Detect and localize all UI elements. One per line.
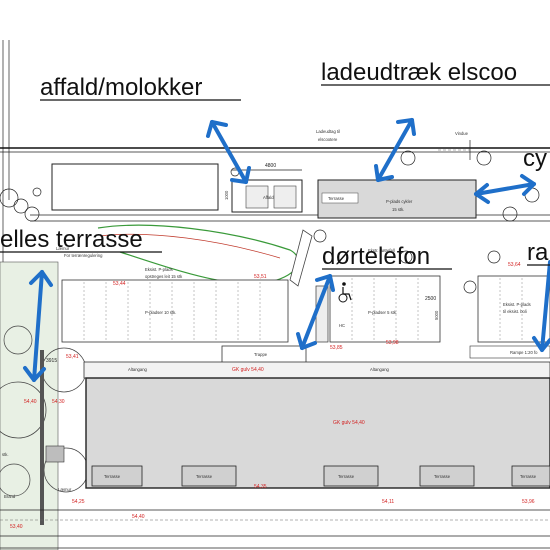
p-pladser-5-label: P-pladser 5 stk. [368, 310, 397, 315]
trappe-label: Trappe [254, 352, 268, 357]
dimension-1000: 1000 [224, 190, 229, 200]
level-5344: 53,44 [113, 281, 126, 287]
terrasse-3-label: Terrasse [338, 474, 355, 479]
gk-gulv-mid-label: GK gulv 54,40 [333, 420, 365, 426]
level-5341: 53,41 [66, 354, 79, 360]
double-arrow-icon [23, 270, 53, 382]
level-5430: 54,30 [52, 399, 65, 405]
dimension-4800: 4800 [265, 163, 276, 169]
laemur-top-label: Læmur [56, 246, 70, 251]
eksist-p2b-label: til eksist. boli [503, 309, 527, 314]
eksist-p2-label: Eksist. P-plads [503, 302, 531, 307]
level-5385: 53,85 [330, 345, 343, 351]
callout-ladeudtraek: ladeudtræk elscoo [321, 59, 517, 86]
brand-label: Brand [4, 494, 16, 499]
callout-dortelefon: dørtelefon [322, 243, 430, 270]
dimension-3915: 3915 [46, 358, 57, 364]
p-pladser-10-label: P-pladser 10 stk. [145, 310, 176, 315]
terrasse-4-label: Terrasse [434, 474, 451, 479]
level-5435: 54,35 [254, 484, 267, 490]
level-5398: 53,98 [386, 340, 399, 346]
level-5351: 53,51 [254, 274, 267, 280]
level-5340: 53,40 [10, 524, 23, 530]
terrasse-5-label: Terrasse [520, 474, 537, 479]
double-arrow-icon [296, 274, 335, 350]
p-cykler-count: 15 stk. [392, 207, 404, 212]
affald-label: Affald [263, 195, 274, 200]
tree-icon [0, 187, 42, 222]
p-cykler-label: P-plads cykler [386, 199, 413, 204]
eksist-p1-label: Eksist. P-plads [145, 267, 173, 272]
elscootere-label: elscootere [318, 137, 338, 142]
altangang-right-label: Altangang [370, 367, 390, 372]
callout-cy: cy [523, 145, 547, 172]
level-5411: 54,11 [382, 499, 394, 505]
level-5396: 53,96 [522, 499, 535, 505]
double-arrow-icon [474, 174, 536, 204]
gk-gulv-top-label: GK gulv 54,40 [232, 367, 264, 373]
for-terraen-label: For terrænregulering [64, 253, 103, 258]
double-arrow-icon [374, 118, 416, 182]
eksist-p1b-label: opstreges leit 15 stk [145, 274, 183, 279]
callout-ra: ra [527, 239, 549, 266]
stk-left-label: stk. [2, 452, 9, 457]
level-5440b: 54,40 [132, 514, 145, 520]
dimension-2500: 2500 [425, 296, 436, 302]
callout-affald: affald/molokker [40, 74, 202, 101]
terrasse-2-label: Terrasse [196, 474, 213, 479]
terrasse-top-label: Terrasse [328, 196, 345, 201]
level-5425: 54,25 [72, 499, 85, 505]
level-5440: 54,40 [24, 399, 37, 405]
vindue-label: Vindue [455, 131, 469, 136]
wheelchair-icon [338, 282, 352, 303]
level-5364: 53,64 [508, 262, 521, 268]
hc-label: HC [339, 323, 345, 328]
ekstr-dortelefon-label: Ekstr. døtrefell [368, 248, 395, 253]
terrasse-1-label: Terrasse [104, 474, 121, 479]
laemur-label: Læmur [58, 487, 72, 492]
callout-faelles-terrasse: elles terrasse [0, 226, 143, 253]
double-arrow-icon [206, 120, 251, 184]
ladeudtag-label: Ladeudtag til [316, 129, 340, 134]
altangang-left-label: Altangang [128, 367, 148, 372]
dimension-5000: 5000 [434, 310, 439, 320]
double-arrow-icon [532, 260, 550, 352]
rampe-label: Rampe 1:20 fo [510, 350, 538, 355]
